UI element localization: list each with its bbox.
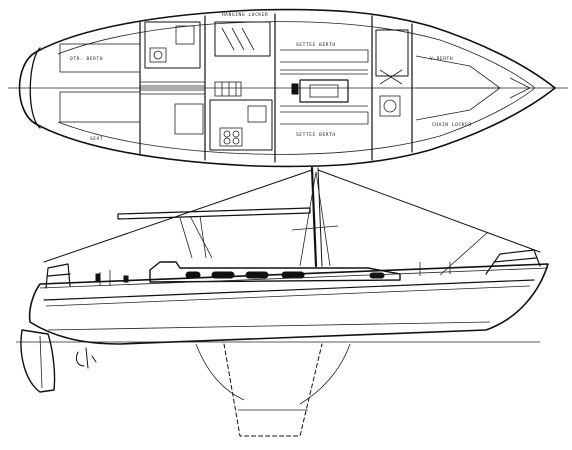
rudder-post xyxy=(39,335,43,389)
head-compartment xyxy=(144,21,201,69)
hull-profile xyxy=(28,263,549,345)
fwd-head-bowl xyxy=(383,99,397,113)
label-hanging-locker: HANGING LOCKER xyxy=(222,12,268,18)
engine-box xyxy=(174,103,204,135)
hull-section-line xyxy=(195,343,245,401)
hanging-locker xyxy=(214,21,271,57)
toe-rail xyxy=(39,267,549,289)
head-toilet xyxy=(175,25,195,45)
settee-port xyxy=(280,49,369,63)
fwd-head-toilet xyxy=(379,95,401,117)
shroud xyxy=(299,171,317,267)
locker-hatching xyxy=(221,27,255,51)
winch xyxy=(123,275,129,283)
label-qtr-berth: QTR. BERTH xyxy=(70,56,103,62)
saloon-table-leaf xyxy=(309,84,339,98)
boot-stripe xyxy=(47,321,491,331)
forward-head xyxy=(375,29,409,77)
rudder xyxy=(20,329,56,393)
cabin-trunk xyxy=(149,261,401,283)
stove-burner xyxy=(232,130,240,138)
spreader xyxy=(291,225,339,231)
chain-locker xyxy=(509,77,531,99)
galley-counter xyxy=(209,99,273,151)
stove-burner xyxy=(223,130,231,138)
keel xyxy=(223,343,323,437)
galley-stove xyxy=(219,127,243,147)
boom-vang-2 xyxy=(199,215,207,259)
mast-back xyxy=(317,167,323,267)
winch xyxy=(95,273,101,283)
mast xyxy=(310,166,318,268)
sheer-stripe xyxy=(43,279,535,301)
boom-vang-3 xyxy=(179,217,193,259)
hull-section-line xyxy=(299,343,351,405)
shroud xyxy=(315,171,331,267)
plan-transom xyxy=(29,47,41,129)
propeller xyxy=(75,347,97,369)
accommodation-plan: QTR. BERTH HANGING LOCKER SEAT SETTEE BE… xyxy=(8,8,568,168)
galley-sink xyxy=(247,105,267,123)
head-sink xyxy=(149,47,167,63)
stove-burner xyxy=(232,137,240,145)
head-sink-bowl xyxy=(153,50,163,60)
sail-profile-plan xyxy=(16,166,549,437)
stove-burner xyxy=(223,137,231,145)
aft-berth xyxy=(59,91,141,123)
label-v-berth: V-BERTH xyxy=(430,56,453,62)
companionway-steps xyxy=(214,81,242,97)
bow-pulpit xyxy=(485,249,541,275)
label-settee-port: SETTEE BERTH xyxy=(296,42,336,48)
label-settee-stbd: SETTEE BERTH xyxy=(296,132,336,138)
boom-vang xyxy=(189,215,213,259)
mast-step xyxy=(291,83,299,95)
settee-stbd xyxy=(280,111,369,125)
backstay xyxy=(43,169,313,263)
plan-hull-outline xyxy=(18,8,556,168)
sheer-stripe xyxy=(45,285,531,307)
portlight xyxy=(369,272,385,279)
fwd-head-x xyxy=(379,69,403,85)
quarter-berth xyxy=(59,43,141,73)
stern-pulpit xyxy=(45,263,71,289)
sole-planks-aft xyxy=(140,81,205,95)
label-chain-locker: CHAIN LOCKER xyxy=(432,122,472,128)
saloon-table xyxy=(299,79,349,103)
label-seat: SEAT xyxy=(90,136,103,142)
forestay xyxy=(317,169,541,253)
boom xyxy=(117,207,311,220)
sole-planks-saloon xyxy=(280,69,368,107)
